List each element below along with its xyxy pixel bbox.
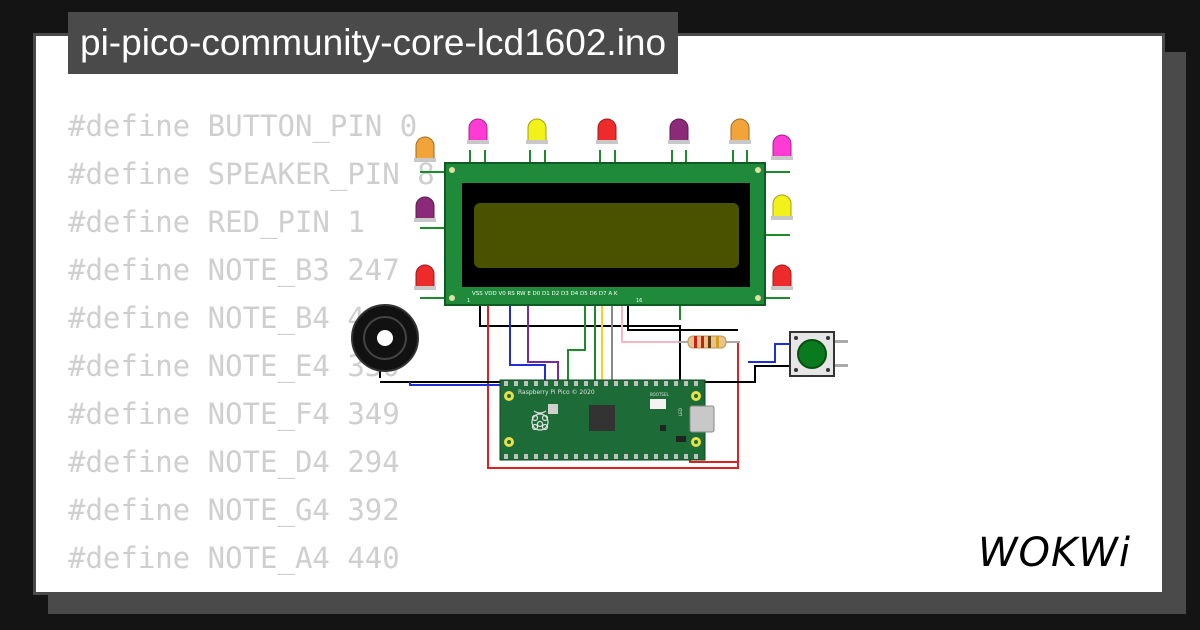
- usb-connector: [689, 405, 715, 433]
- code-line: #define RED_PIN 1: [68, 205, 365, 239]
- led-icon[interactable]: [771, 264, 793, 290]
- resistor-icon[interactable]: [678, 335, 740, 349]
- pico-bootsel-label: BOOTSEL: [650, 392, 669, 397]
- wokwi-logo: WOKWi: [978, 530, 1131, 574]
- led-icon[interactable]: [596, 118, 618, 144]
- code-line: #define NOTE_G4 392: [68, 493, 400, 527]
- code-line: #define NOTE_B4 494: [68, 301, 400, 335]
- buzzer-icon[interactable]: [351, 304, 419, 372]
- led-icon[interactable]: [414, 196, 436, 222]
- led-icon[interactable]: [526, 118, 548, 144]
- pico-label: Raspberry Pi Pico © 2020: [518, 389, 595, 396]
- lcd1602-display[interactable]: VSS VDD V0 RS RW E D0 D1 D2 D3 D4 D5 D6 …: [444, 162, 766, 306]
- lcd-mount-hole: [449, 295, 455, 301]
- wires: [379, 150, 790, 469]
- code-line: #define BUTTON_PIN 0: [68, 109, 418, 143]
- pushbutton[interactable]: [789, 331, 848, 377]
- raspberry-logo-icon: [531, 410, 549, 431]
- raspberry-pi-pico[interactable]: Raspberry Pi Pico © 2020 BOOTSEL LED: [499, 379, 715, 461]
- led-component: [548, 404, 558, 414]
- led-icon[interactable]: [771, 134, 793, 160]
- rp2040-chip: [589, 405, 615, 431]
- code-line: #define NOTE_A4 440: [68, 541, 400, 575]
- bootsel-button[interactable]: [650, 399, 666, 409]
- led-icon[interactable]: [771, 194, 793, 220]
- lcd-mount-hole: [755, 295, 761, 301]
- code-line: #define NOTE_F4 349: [68, 397, 400, 431]
- lcd-pin-first: 1: [467, 298, 470, 304]
- lcd-screen: [474, 203, 739, 268]
- led-icon[interactable]: [414, 264, 436, 290]
- lcd-mount-hole: [755, 167, 761, 173]
- lcd-mount-hole: [449, 167, 455, 173]
- led-icon[interactable]: [414, 136, 436, 162]
- lcd-pin-last: 16: [636, 298, 642, 304]
- code-preview: #define BUTTON_PIN 0 #define SPEAKER_PIN…: [68, 102, 435, 582]
- code-line: #define NOTE_B3 247: [68, 253, 400, 287]
- project-title[interactable]: pi-pico-community-core-lcd1602.ino: [68, 12, 679, 74]
- code-line: #define SPEAKER_PIN 8: [68, 157, 435, 191]
- pico-led-label: LED: [678, 408, 683, 416]
- wokwi-logo-text: WOKWi: [978, 530, 1131, 574]
- led-icon[interactable]: [467, 118, 489, 144]
- led-icon[interactable]: [668, 118, 690, 144]
- code-line: #define NOTE_D4 294: [68, 445, 400, 479]
- lcd-pin-labels: VSS VDD V0 RS RW E D0 D1 D2 D3 D4 D5 D6 …: [472, 291, 618, 297]
- led-icon[interactable]: [729, 118, 751, 144]
- code-line: #define NOTE_E4 330: [68, 349, 400, 383]
